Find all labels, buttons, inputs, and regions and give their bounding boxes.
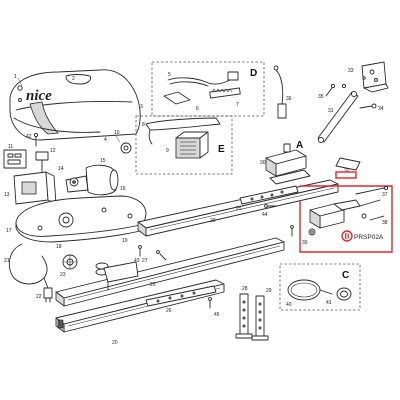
base-plate [15,195,147,243]
release-cord [273,65,287,119]
callout-1: 1 [14,74,17,80]
group-e-label: E [218,144,225,155]
callout-11: 11 [8,144,13,150]
callout-28: 28 [242,286,248,292]
callout-9: 9 [166,148,169,154]
carriage-a [265,143,311,185]
cover-logo: nice [26,88,52,104]
callout-33: 33 [348,68,354,74]
part-code-label: PRSP02A [354,234,384,241]
callout-26: 26 [166,308,172,314]
callout-4: 4 [104,137,107,143]
callout-12: 12 [50,148,56,154]
callout-20c: 20 [112,340,118,346]
group-e-box [135,115,233,175]
callout-18: 18 [56,244,62,250]
callout-21: 21 [4,258,10,264]
cable-connector [35,151,49,173]
callout-29: 29 [266,288,272,294]
callout-39: 39 [302,240,308,246]
group-b-label: B [345,234,350,241]
group-b-highlight-box [299,185,393,253]
rail-middle [55,237,285,307]
callout-43: 43 [134,258,140,264]
group-d-label: D [250,68,257,79]
carriage-b [308,185,389,236]
callout-17: 17 [6,228,12,234]
callout-27: 27 [142,258,148,264]
callout-41: 41 [326,300,332,306]
hanger-bracket-left [235,293,253,339]
callout-22: 22 [36,294,42,300]
group-d-cables [163,71,241,105]
callout-7: 7 [236,102,239,108]
sprocket [62,254,78,270]
callout-16: 16 [120,186,126,192]
hanger-bracket-right [251,295,269,341]
callout-34: 34 [378,106,384,112]
group-a-label: A [296,140,303,151]
motor-cover: nice [9,69,141,141]
callout-8: 8 [142,122,145,128]
rail-bracket-lower [145,285,217,307]
callout-36: 36 [286,96,292,102]
callout-13: 13 [4,192,10,198]
callout-19: 19 [122,238,128,244]
door-arm [317,91,361,171]
transformer [145,117,221,159]
red-tag [335,171,357,179]
callout-25: 25 [236,206,242,212]
power-cable [8,243,53,303]
group-c-label: C [342,270,349,281]
control-board [3,149,27,169]
gear-small [115,135,132,154]
group-d-box [151,61,265,117]
callout-23: 23 [60,272,66,278]
callout-6: 6 [196,106,199,112]
motor-gearbox [13,164,119,205]
callout-14: 14 [58,166,64,172]
callout-44: 44 [262,212,268,218]
callout-30: 30 [260,160,266,166]
screws [33,132,294,309]
callout-37: 37 [382,192,388,198]
callout-42: 42 [26,134,32,140]
rail-cover-piece [103,261,139,291]
callout-3: 3 [140,104,143,110]
callout-15: 15 [100,158,106,164]
bolts-top-right [325,76,377,109]
callout-20a: 20 [210,218,216,224]
callout-32: 32 [344,168,350,174]
door-bracket [361,61,389,93]
callout-35: 35 [318,94,324,100]
rail-bracket-upper [239,185,299,205]
callout-45: 45 [214,312,220,318]
callout-40: 40 [286,302,292,308]
callout-5: 5 [168,72,171,78]
cord-loop [287,279,352,301]
callout-20b: 20 [150,282,156,288]
callout-38: 38 [382,220,388,226]
callout-31: 31 [328,108,334,114]
group-b-badge [341,230,353,242]
callout-2: 2 [72,76,75,82]
callout-10: 10 [114,130,120,136]
